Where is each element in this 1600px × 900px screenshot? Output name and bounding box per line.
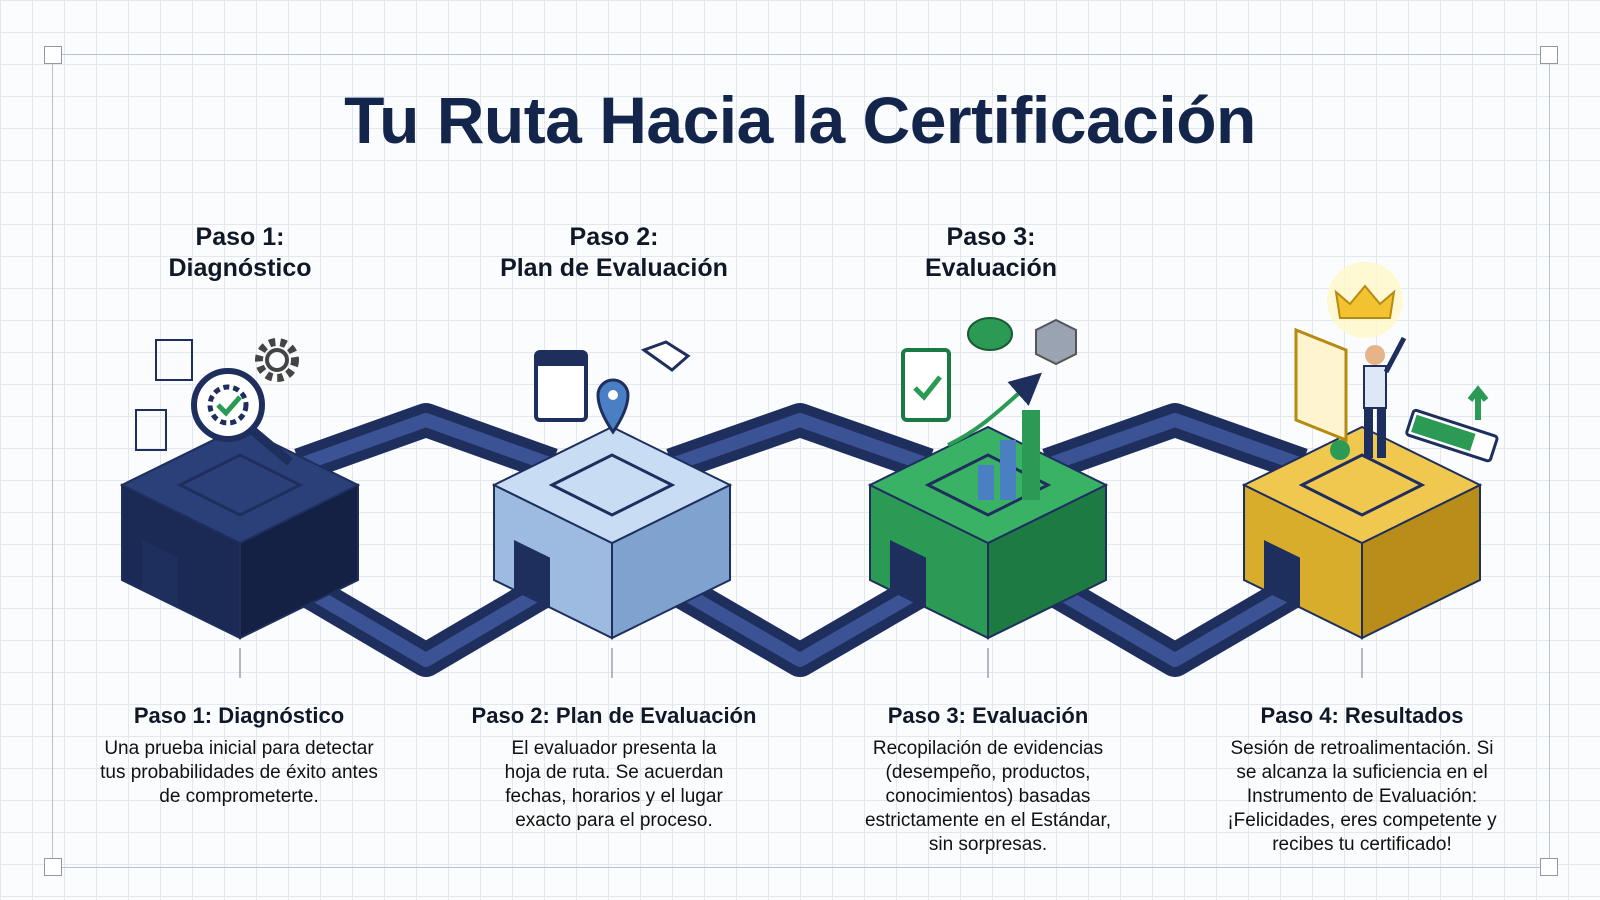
frame-corner (1540, 858, 1558, 876)
gear-icon (255, 338, 299, 382)
crown-icon (1327, 262, 1403, 338)
step-2-heading: Paso 2: Plan de Evaluación (464, 222, 764, 284)
step-3-heading: Paso 3: Evaluación (841, 222, 1141, 284)
step-2-card: Paso 2: Plan de Evaluación El evaluador … (449, 703, 779, 833)
route-path (281, 403, 1321, 677)
step-1-heading: Paso 1: Diagnóstico (90, 222, 390, 284)
step-3-heading-line2: Evaluación (925, 254, 1057, 282)
calendar-icon (534, 350, 588, 422)
person-celebrating-icon (1363, 336, 1407, 458)
frame-corner (1540, 46, 1558, 64)
step-4-description: Sesión de retroalimentación. Si se alcan… (1227, 738, 1497, 855)
page-title: Tu Ruta Hacia la Certificación (344, 83, 1256, 157)
step-3-description: Recopilación de evidencias (desempeño, p… (864, 738, 1112, 855)
growth-chart-icon (947, 372, 1042, 500)
brain-icon (967, 317, 1013, 351)
step-4-title: Paso 4: Resultados (1260, 703, 1464, 728)
blueprint-frame (52, 54, 1550, 868)
frame-corner (44, 46, 62, 64)
step-3-card: Paso 3: Evaluación Recopilación de evide… (823, 703, 1153, 857)
step-2-description: El evaluador presenta la hoja de ruta. S… (504, 738, 724, 831)
location-pin-icon (596, 378, 630, 435)
step-1-card: Paso 1: Diagnóstico Una prueba inicial p… (74, 703, 404, 809)
step-2-heading-line2: Plan de Evaluación (500, 254, 728, 282)
step-2-title: Paso 2: Plan de Evaluación (471, 703, 757, 728)
box-icon (1035, 318, 1077, 366)
step-2-icons (534, 340, 691, 435)
step-2-block (491, 425, 733, 678)
step-1-heading-line2: Diagnóstico (168, 254, 312, 282)
step-1-icons (135, 338, 299, 466)
step-2-heading-line1: Paso 2: (569, 223, 659, 251)
step-1-heading-line1: Paso 1: (195, 223, 285, 251)
progress-bar-icon (1405, 385, 1499, 463)
step-4-block (1241, 425, 1483, 678)
handshake-icon (640, 340, 691, 372)
frame-corner (44, 858, 62, 876)
step-1-block (119, 425, 361, 678)
step-4-icons (1294, 262, 1499, 463)
clipboard-check-icon (901, 348, 951, 422)
step-3-icons (901, 317, 1077, 500)
step-1-title: Paso 1: Diagnóstico (133, 703, 345, 728)
step-4-card: Paso 4: Resultados Sesión de retroalimen… (1197, 703, 1527, 857)
step-3-heading-line1: Paso 3: (946, 223, 1036, 251)
step-1-description: Una prueba inicial para detectar tus pro… (100, 738, 378, 807)
step-3-title: Paso 3: Evaluación (887, 703, 1089, 728)
checklist-magnifier-icon (135, 339, 293, 466)
certificate-icon (1294, 327, 1350, 460)
